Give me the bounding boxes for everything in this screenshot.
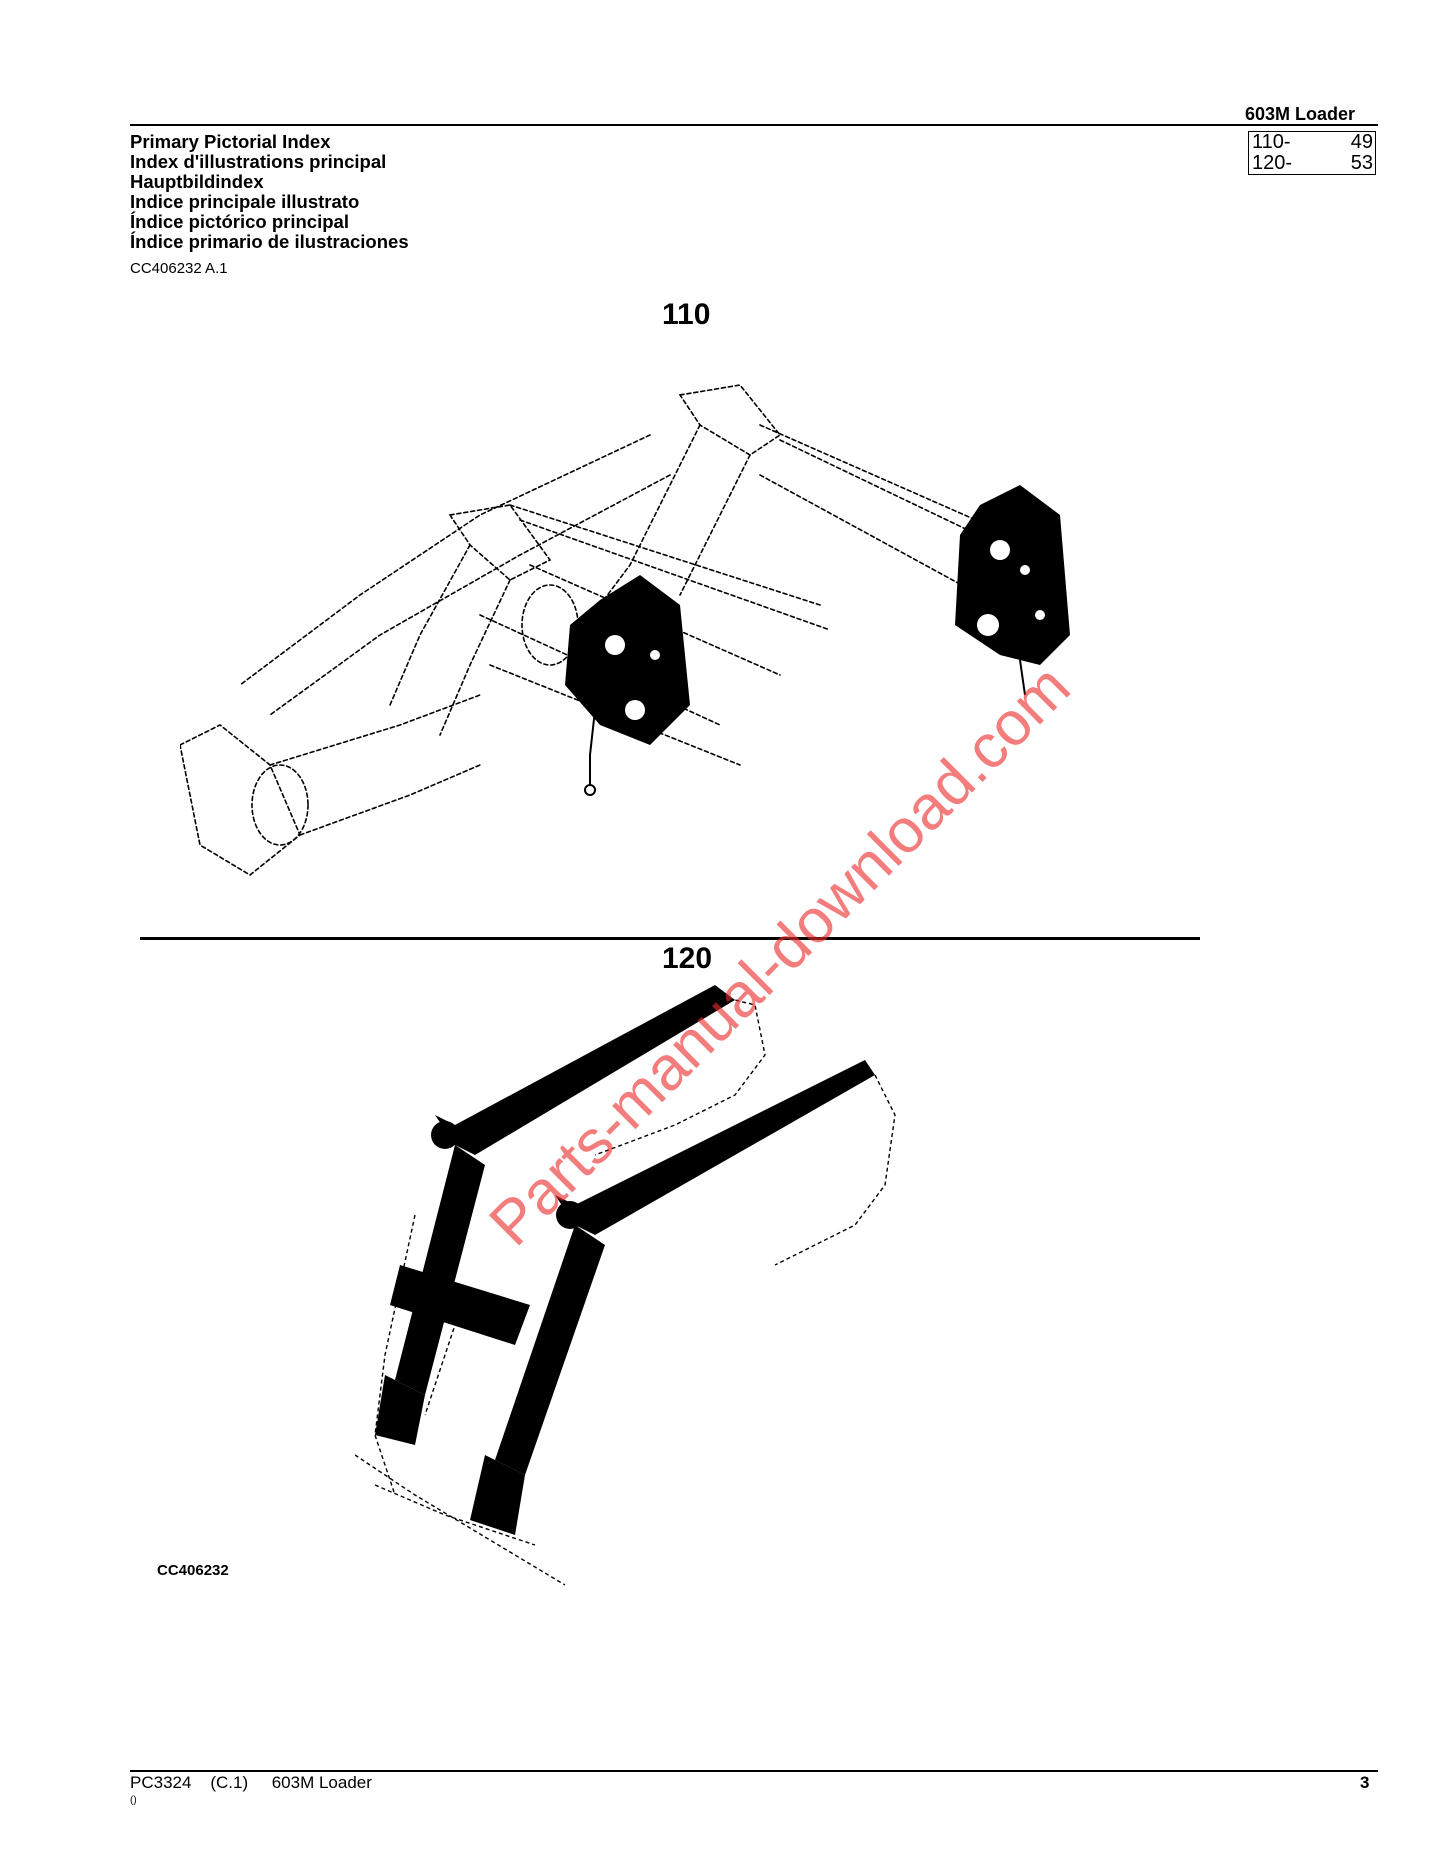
rear-mounting-bracket bbox=[955, 485, 1070, 696]
header-rule bbox=[130, 124, 1378, 126]
section-120-label: 120 bbox=[662, 942, 713, 975]
figure-reference: CC406232 A.1 bbox=[130, 260, 228, 277]
mounting-frame-illustration[interactable] bbox=[180, 365, 1080, 925]
index-page: 49 bbox=[1350, 131, 1373, 153]
index-page: 53 bbox=[1350, 152, 1373, 174]
loader-boom-illustration[interactable] bbox=[355, 975, 915, 1595]
left-boom-arm bbox=[375, 985, 735, 1445]
index-row-120[interactable]: 120- 53 bbox=[1249, 153, 1375, 174]
index-section: 110- bbox=[1252, 131, 1291, 153]
title-french: Index d'illustrations principal bbox=[130, 151, 387, 172]
front-mounting-bracket bbox=[565, 575, 690, 796]
page-number: 3 bbox=[1360, 1773, 1370, 1792]
title-italian: Indice principale illustrato bbox=[130, 191, 360, 212]
footer-rule bbox=[130, 1770, 1378, 1772]
section-index-table: 110- 49 120- 53 bbox=[1248, 131, 1376, 175]
index-row-110[interactable]: 110- 49 bbox=[1249, 132, 1375, 153]
title-german: Hauptbildindex bbox=[130, 171, 264, 192]
title-english: Primary Pictorial Index bbox=[130, 131, 331, 152]
title-spanish: Índice primario de ilustraciones bbox=[130, 231, 409, 252]
cross-tube bbox=[390, 1265, 530, 1345]
index-titles: Primary Pictorial Index Index d'illustra… bbox=[130, 132, 409, 252]
section-divider bbox=[140, 937, 1200, 940]
product-title: 603M Loader bbox=[1245, 104, 1356, 124]
title-portuguese: Índice pictórico principal bbox=[130, 211, 349, 232]
section-110-label: 110 bbox=[662, 298, 711, 331]
index-section: 120- bbox=[1252, 152, 1293, 174]
footer-subtext: () bbox=[130, 1795, 137, 1806]
right-boom-arm bbox=[470, 1060, 875, 1535]
illustration-id: CC406232 bbox=[157, 1562, 229, 1579]
footer-text: PC3324 (C.1) 603M Loader bbox=[130, 1773, 372, 1792]
